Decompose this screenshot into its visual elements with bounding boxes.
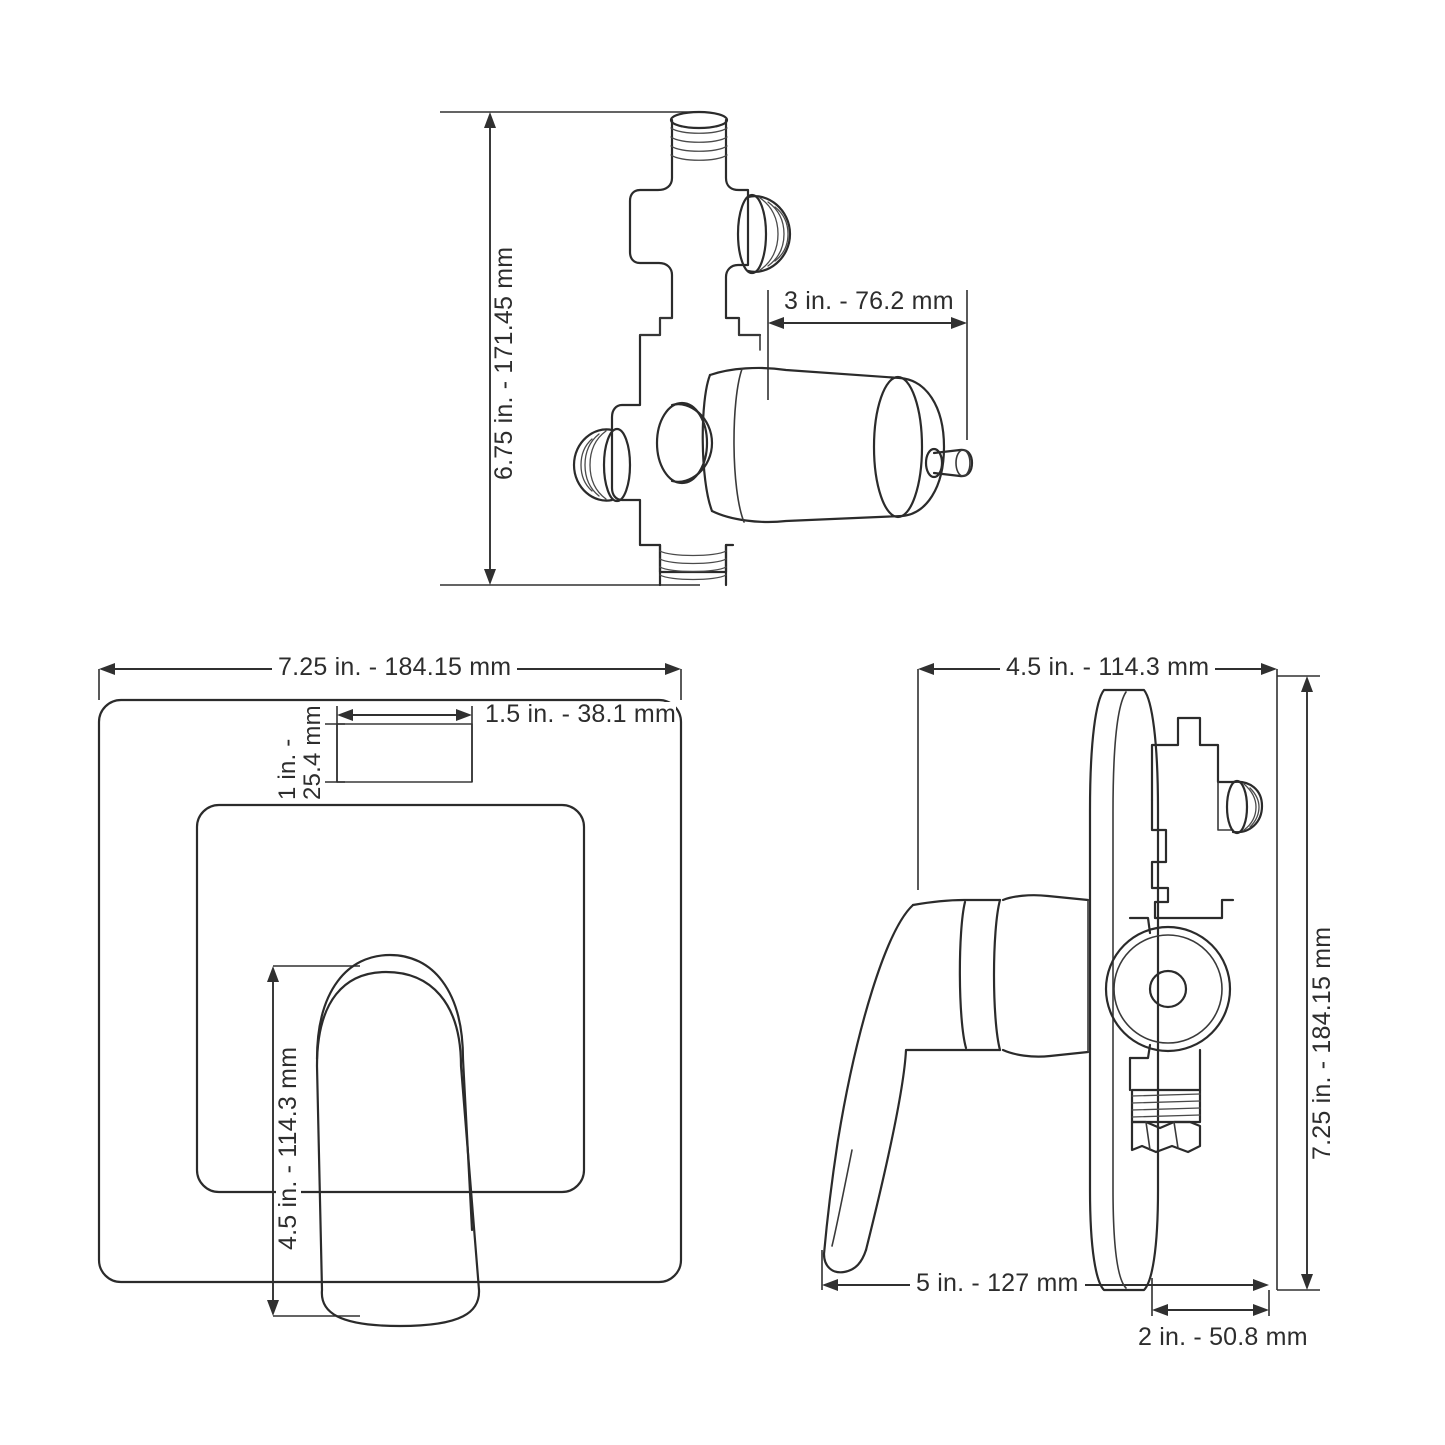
detail-rectangle [336,723,473,783]
top-thread-detail [669,110,729,161]
cartridge-circle [1104,916,1232,1060]
arrowhead-right-5in [1253,1279,1269,1291]
dim-label-plate-width: 7.25 in. - 184.15 mm [272,655,518,680]
arrowhead-down-side-height [1301,1274,1313,1290]
dim-label-valve-depth: 2 in. - 50.8 mm [1138,1323,1308,1351]
arrowhead-right-15in [456,709,472,721]
arrowhead-right-2in [1253,1304,1269,1316]
dim-label-top-height: 6.75 in. - 171.45 mm [490,246,518,480]
arrowhead-right-plate-width [665,663,681,675]
arrowhead-right-side-top [1261,663,1277,675]
arrowhead-left-2in [1152,1304,1168,1316]
arrowhead-left-side-top [918,663,934,675]
center-hub [655,401,714,485]
arrowhead-up [484,112,496,128]
dim-label-side-overall-height: 7.25 in. - 184.15 mm [1308,926,1336,1160]
dim-label-top-depth: 3 in. - 76.2 mm [784,287,954,315]
arrowhead-right-3in [951,317,967,329]
inner-plate [195,803,586,1194]
dim-label-inner-height-line2: 25.4 mm [299,705,326,800]
arrowhead-left-15in [337,709,353,721]
top-view-group [440,110,974,587]
dim-label-side-top-width: 4.5 in. - 114.3 mm [1000,655,1216,680]
front-view-group [97,663,683,1328]
left-port-thread-detail [572,427,632,503]
arrowhead-left-5in [822,1279,838,1291]
cylinder-handle-body [701,366,974,524]
bottom-thread-detail [658,543,728,587]
right-port-thread-detail [736,193,792,275]
arrowhead-up-45in [267,966,279,982]
side-view-group [821,663,1320,1316]
outer-plate [97,698,683,1284]
arrowhead-left-plate-width [99,663,115,675]
arrowhead-up-side-height [1301,676,1313,692]
side-port-thread [1225,779,1264,835]
bottom-thread-nut [1128,1048,1202,1154]
dim-label-inner-height-line1: 1 in. - [274,738,301,800]
arrowhead-down [484,569,496,585]
dim-label-handle-projection: 5 in. - 127 mm [910,1271,1085,1296]
dim-label-inner-width: 1.5 in. - 38.1 mm [485,700,676,728]
arrowhead-down-45in [267,1300,279,1316]
arrowhead-left-3in [768,317,784,329]
dim-label-handle-height: 4.5 in. - 114.3 mm [274,1046,302,1250]
